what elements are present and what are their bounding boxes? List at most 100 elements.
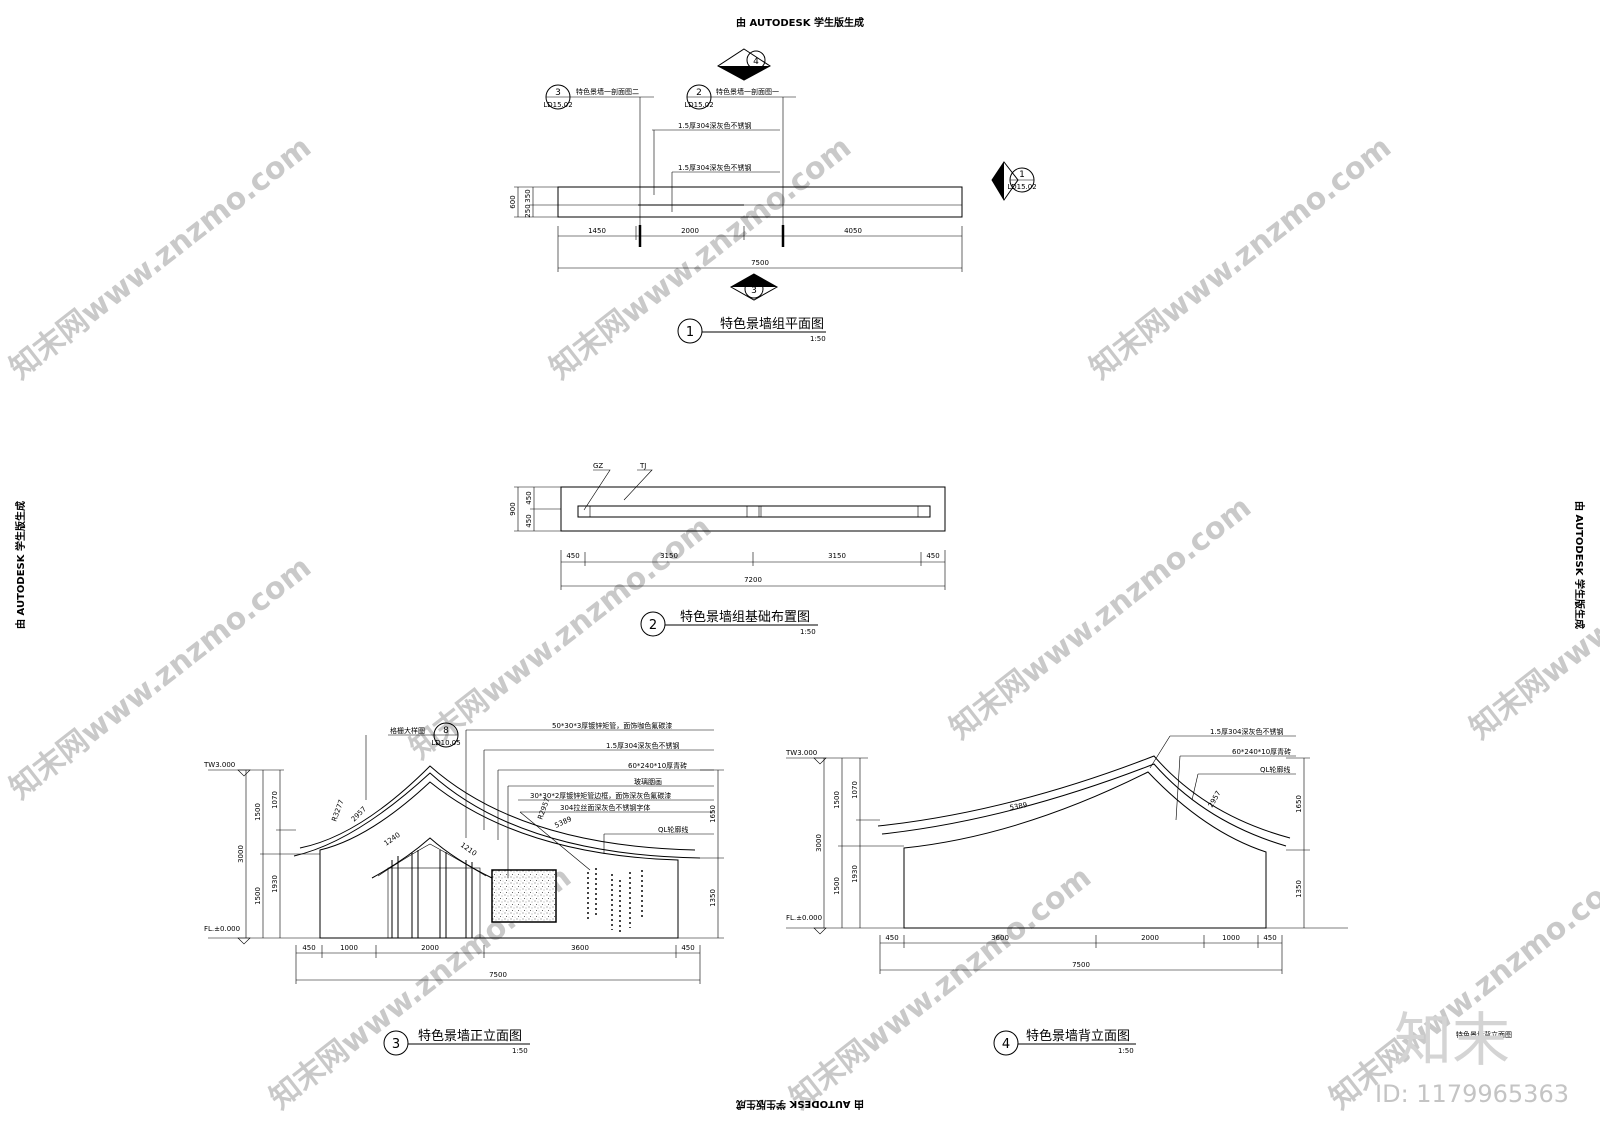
- dimension-value: 1070: [271, 791, 279, 809]
- material-note: 304拉丝面深灰色不锈钢字体: [560, 803, 650, 812]
- detail-callout-number: 8: [443, 726, 449, 736]
- brick-wall: [903, 771, 1267, 929]
- dimension-value: 3000: [815, 834, 823, 852]
- drawing-title: 特色景墙组基础布置图: [680, 609, 810, 625]
- arc-radius-label: 5389: [1009, 801, 1028, 812]
- arc-radius-label: 2957: [350, 805, 368, 823]
- dimension-value: 1500: [833, 877, 841, 895]
- dimension-value: 250: [524, 204, 532, 217]
- plan-note: 1.5厚304深灰色不锈钢: [678, 121, 752, 130]
- watermark-text: 知末网www.znzmo.com: [1083, 130, 1398, 387]
- view-marker-number: 3: [751, 286, 757, 296]
- drawing-number: 2: [649, 618, 657, 633]
- dimension-value: 600: [509, 195, 517, 208]
- dimension-value: 450: [1263, 934, 1276, 942]
- level-mark: TW3.000: [785, 749, 817, 757]
- material-note: 50*30*3厚镀锌矩管，面饰咖色氟碳漆: [552, 721, 672, 730]
- dimension-value: 1500: [254, 887, 262, 905]
- drawing-title: 特色景墙正立面图: [418, 1028, 522, 1044]
- dimension-value: 1000: [340, 944, 358, 952]
- material-note: QL轮廓线: [1260, 765, 1290, 774]
- dimension-value: 7500: [751, 259, 769, 267]
- material-note: 1.5厚304深灰色不锈钢: [606, 741, 680, 750]
- drawing-back-elevation: TW3.000 FL.±0.000 3000 1500 1500 1070 19…: [785, 727, 1348, 1056]
- drawing-title: 特色景墙组平面图: [720, 316, 824, 332]
- foundation-column: [917, 505, 931, 518]
- roof-outline: [293, 772, 701, 859]
- view-marker-sheet: LD15.02: [1007, 183, 1036, 191]
- roof-outline: [877, 755, 1291, 839]
- material-note: QL轮廓线: [658, 825, 688, 834]
- watermark-id: ID: 1179965363: [1375, 1080, 1569, 1108]
- dimension-value: 450: [525, 514, 533, 527]
- dimension-value: 1930: [271, 875, 279, 893]
- level-mark: FL.±0.000: [204, 925, 240, 933]
- steel-text-columns: [587, 868, 643, 934]
- drawing-scale: 1:50: [810, 335, 826, 343]
- view-marker-circle: [746, 50, 766, 70]
- view-marker-arrow: [718, 66, 770, 80]
- drawing-number-circle: [640, 611, 666, 637]
- level-mark: FL.±0.000: [786, 914, 822, 922]
- watermark-text: 知末网www.znzmo.com: [3, 130, 318, 387]
- roof-outline: [881, 763, 1287, 847]
- watermark-logo: 知末: [1394, 1006, 1510, 1074]
- roof-outline: [299, 765, 696, 851]
- stamp-bottom: 由 AUTODESK 学生版生成: [736, 1098, 864, 1111]
- dimension-value: 4050: [844, 227, 862, 235]
- arc-radius-label: 5389: [553, 815, 573, 830]
- dimension-value: 3600: [991, 934, 1009, 942]
- dimension-value: 1350: [709, 889, 717, 907]
- drawing-number-circle: [677, 318, 703, 344]
- section-callout-label: 特色景墙一剖面图二: [576, 87, 639, 96]
- dimension-value: 1500: [254, 803, 262, 821]
- corner-fragment-label: 特色景墙背立面图: [1456, 1030, 1512, 1039]
- foundation-outline: [560, 486, 946, 532]
- dimension-value: 7200: [744, 576, 762, 584]
- dimension-value: 2000: [681, 227, 699, 235]
- grille-frame: [371, 837, 493, 879]
- dimension-value: 3000: [237, 845, 245, 863]
- dimension-value: 900: [509, 502, 517, 515]
- front-notes: 50*30*3厚镀锌矩管，面饰咖色氟碳漆 1.5厚304深灰色不锈钢 60*24…: [465, 721, 714, 878]
- dimension-value: 1070: [851, 781, 859, 799]
- dimension-value: 3150: [828, 552, 846, 560]
- arc-radius-label: 2957: [1207, 790, 1223, 809]
- material-note: 1.5厚304深灰色不锈钢: [1210, 727, 1284, 736]
- drawing-foundation: GZ TJ 450 3150 3150 450 7200 900 450 450…: [509, 462, 946, 637]
- dimension-value: 450: [681, 944, 694, 952]
- watermark-text: 知末网www.znzmo.com: [783, 860, 1098, 1117]
- plan-note: 1.5厚304深灰色不锈钢: [678, 163, 752, 172]
- brick-wall: [319, 781, 679, 939]
- foundation-label: TJ: [639, 462, 646, 470]
- dimension-value: 450: [926, 552, 939, 560]
- dimension-value: 450: [566, 552, 579, 560]
- arc-radius-label: 1210: [459, 841, 478, 858]
- dimension-value: 3150: [660, 552, 678, 560]
- dimension-value: 7500: [1072, 961, 1090, 969]
- dimension-value: 450: [885, 934, 898, 942]
- foundation-beam: [577, 505, 931, 518]
- view-marker-arrow: [992, 162, 1004, 200]
- drawing-scale: 1:50: [512, 1047, 528, 1055]
- glass-painting: [491, 869, 557, 923]
- drawing-number-circle: [383, 1030, 409, 1056]
- arc-radius-label: 1240: [383, 831, 402, 848]
- watermark-text: 知末网www.znzmo.com: [1323, 860, 1600, 1117]
- stamp-top: 由 AUTODESK 学生版生成: [736, 16, 864, 29]
- dimension-value: 1500: [833, 791, 841, 809]
- section-callout-number: 2: [696, 88, 702, 98]
- arc-radius-label: R3277: [330, 799, 345, 823]
- dimension-value: 1350: [1295, 880, 1303, 898]
- view-marker-circle: [744, 279, 764, 299]
- dimension-value: 350: [524, 189, 532, 202]
- foundation-label: GZ: [593, 462, 603, 470]
- plan-wall: [557, 186, 963, 218]
- dimension-value: 3600: [571, 944, 589, 952]
- section-callout-sheet: LD15.02: [684, 101, 713, 109]
- detail-callout-label: 格栅大样图: [390, 726, 425, 735]
- stamp-right: 由 AUTODESK 学生版生成: [1573, 501, 1586, 629]
- dimension-value: 2000: [421, 944, 439, 952]
- view-marker-number: 4: [753, 57, 759, 67]
